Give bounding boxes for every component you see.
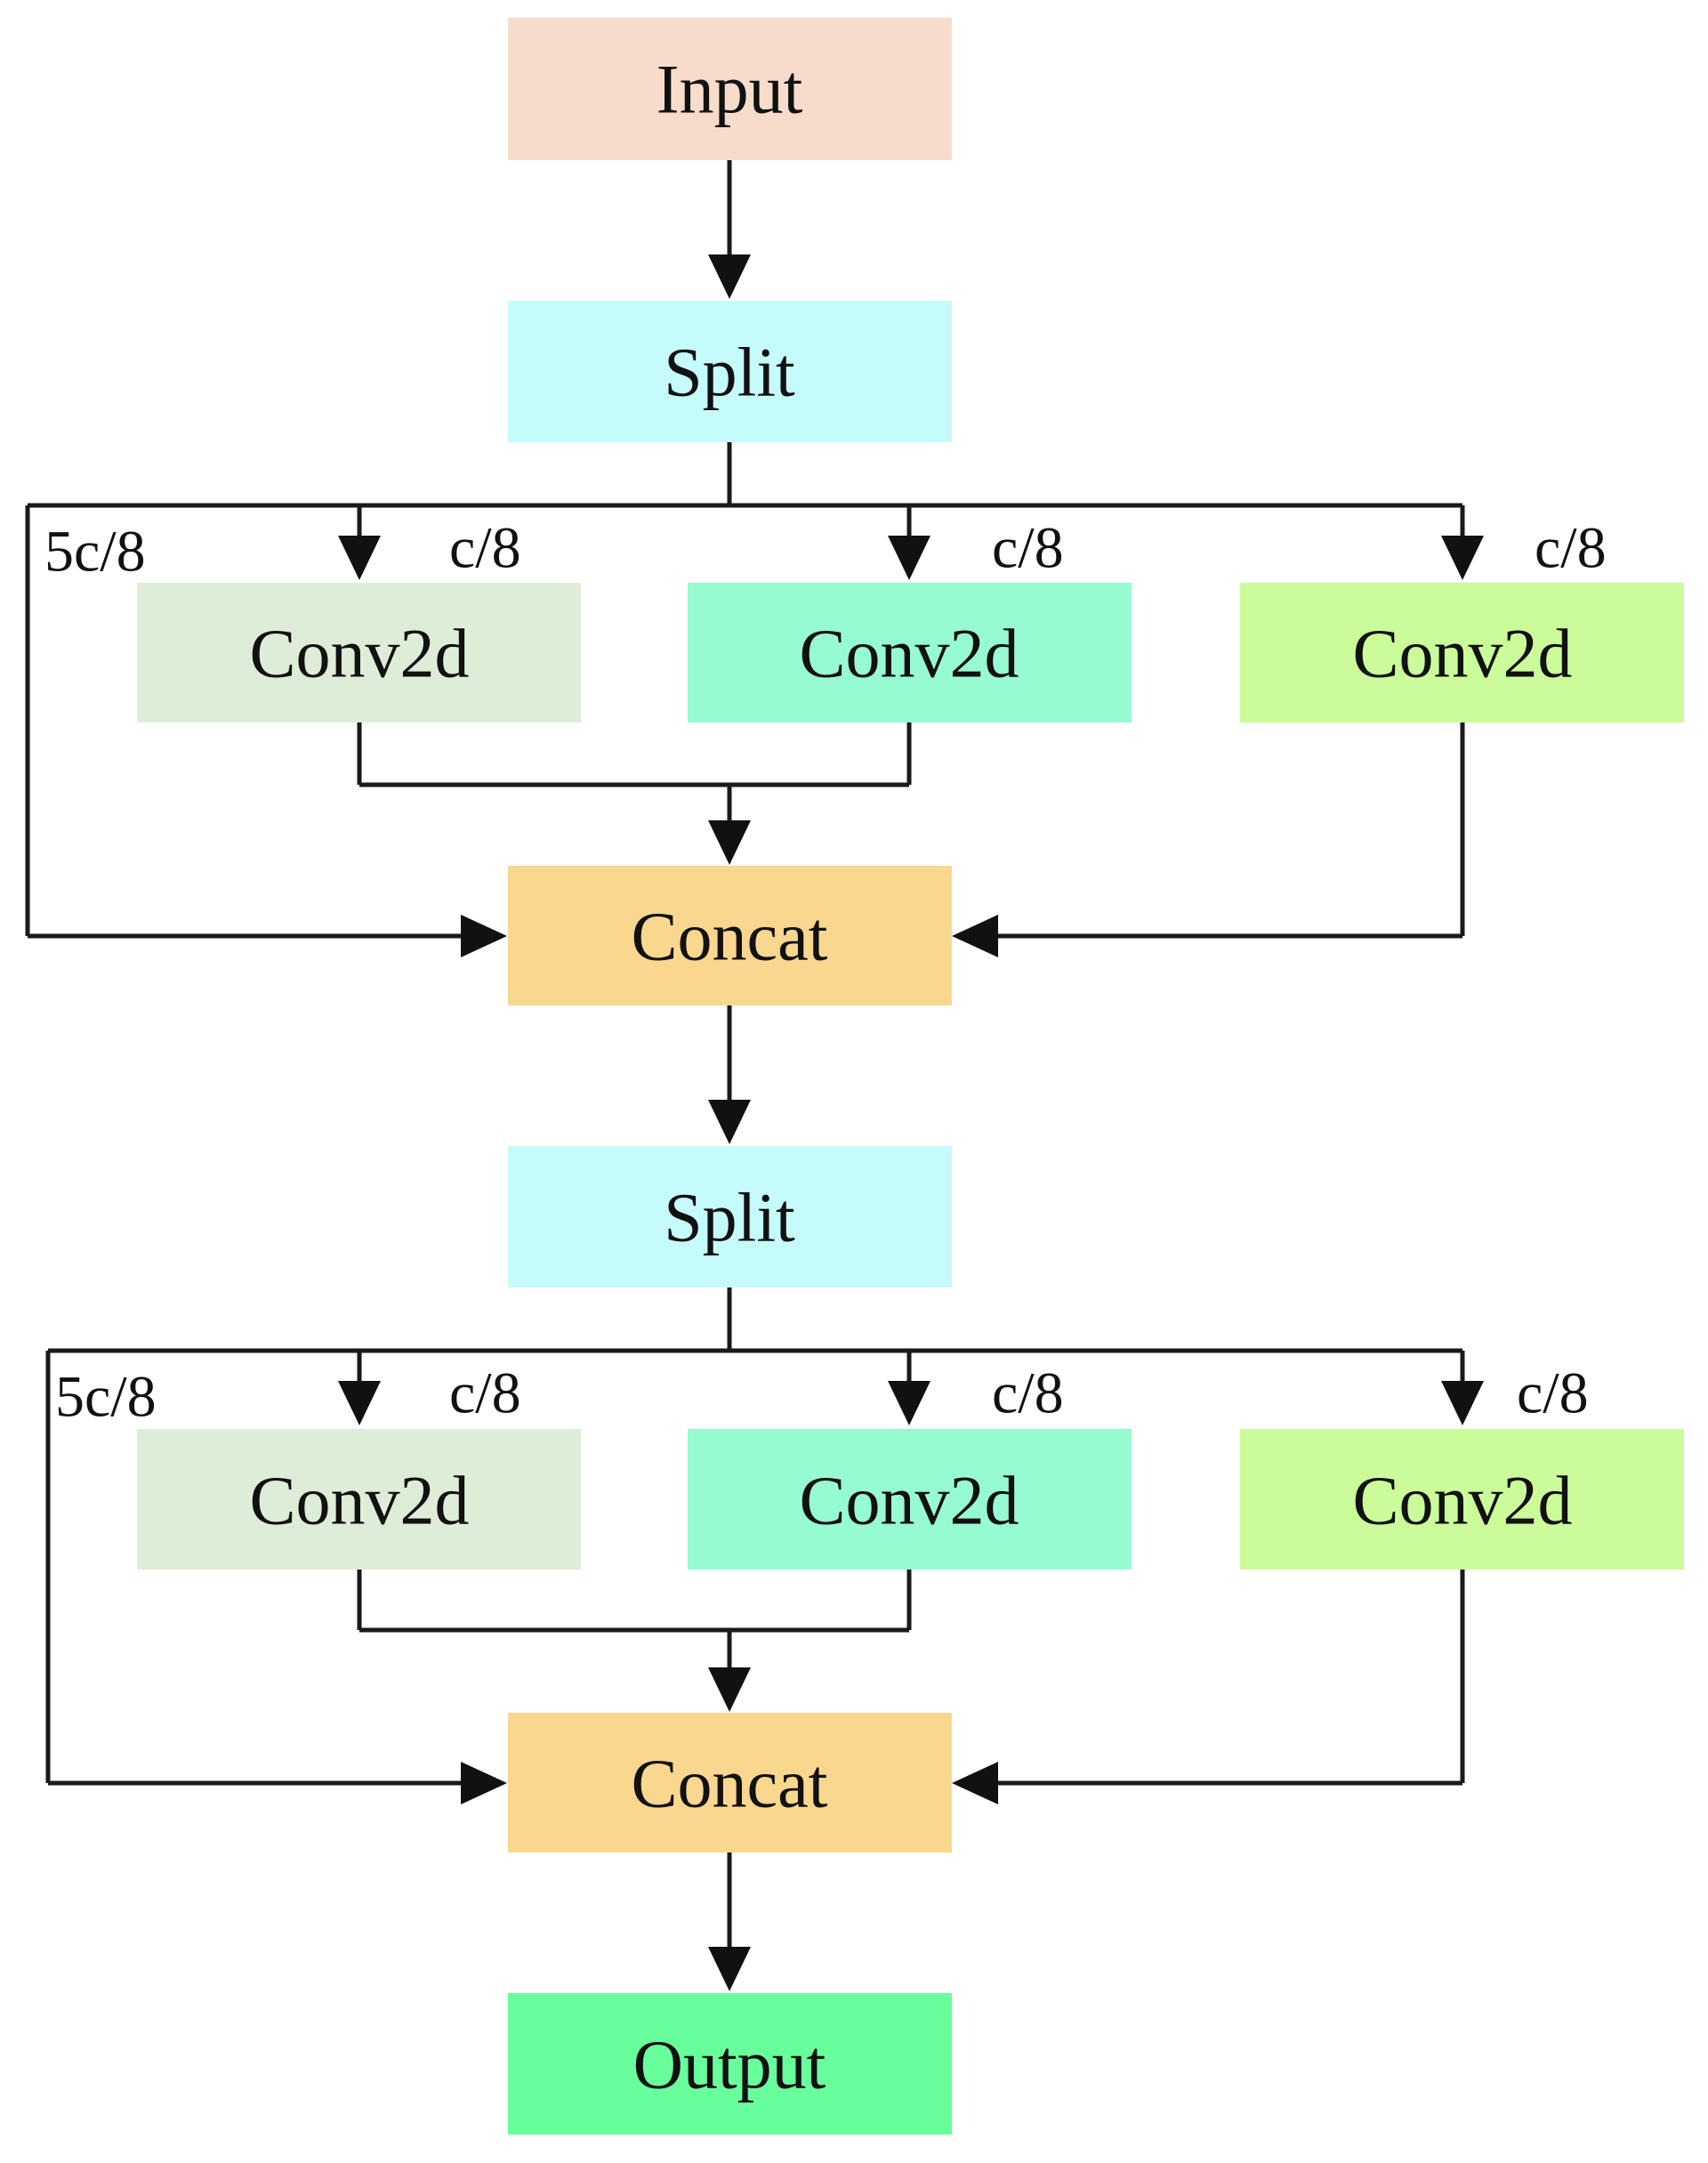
channel-label: c/8 [449,516,521,581]
input-box [508,18,952,160]
node-concat-2: Concat [508,1713,952,1852]
conv2d-box [1240,583,1684,722]
arrow-down-icon [1441,1381,1484,1425]
arrow-down-icon [1441,536,1484,580]
conv2d-label: Conv2d [799,615,1019,692]
node-concat-1: Concat [508,866,952,1005]
arrow-down-icon [888,1381,931,1425]
split-label: Split [664,1179,795,1256]
channel-label: c/8 [992,516,1064,581]
conv2d-label: Conv2d [1352,1462,1572,1539]
concat-box [508,866,952,1005]
output-box [508,1993,952,2135]
concat-label: Concat [632,1745,828,1822]
arrow-right-icon [461,915,507,957]
conv2d-label: Conv2d [249,1462,469,1539]
arrow-down-icon [708,1947,751,1991]
arrow-down-icon [708,254,751,299]
input-label: Input [657,51,803,128]
node-conv2d-1b: Conv2d [688,583,1132,722]
node-split-2: Split [508,1146,952,1287]
node-conv2d-2c: Conv2d [1240,1429,1684,1570]
node-conv2d-2a: Conv2d [137,1429,581,1570]
split-box [508,1146,952,1287]
channel-label: c/8 [1517,1361,1589,1426]
edges [25,160,1484,1991]
node-conv2d-1a: Conv2d [137,583,581,722]
conv2d-box [688,583,1132,722]
arrow-down-icon [708,1100,751,1144]
node-split-1: Split [508,301,952,442]
arrow-down-icon [708,1667,751,1712]
channel-label: c/8 [449,1361,521,1426]
concat-box [508,1713,952,1852]
node-output: Output [508,1993,952,2135]
conv2d-label: Conv2d [799,1462,1019,1539]
conv2d-label: Conv2d [249,615,469,692]
arrow-left-icon [952,915,998,957]
conv2d-box [688,1429,1132,1570]
arrow-left-icon [952,1762,998,1804]
output-label: Output [633,2026,826,2103]
split-box [508,301,952,442]
node-input: Input [508,18,952,160]
conv2d-label: Conv2d [1352,615,1572,692]
arrow-down-icon [338,536,381,580]
channel-label: c/8 [992,1361,1064,1426]
conv2d-box [1240,1429,1684,1570]
arrow-down-icon [338,1381,381,1425]
concat-label: Concat [632,898,828,975]
node-conv2d-1c: Conv2d [1240,583,1684,722]
channel-label-bypass: 5c/8 [44,520,146,585]
channel-label: c/8 [1535,516,1607,581]
arrow-down-icon [708,820,751,865]
arrow-right-icon [461,1762,507,1804]
conv2d-box [137,583,581,722]
arrow-down-icon [888,536,931,580]
split-label: Split [664,334,795,411]
conv2d-box [137,1429,581,1570]
channel-label-bypass: 5c/8 [55,1365,157,1430]
node-conv2d-2b: Conv2d [688,1429,1132,1570]
